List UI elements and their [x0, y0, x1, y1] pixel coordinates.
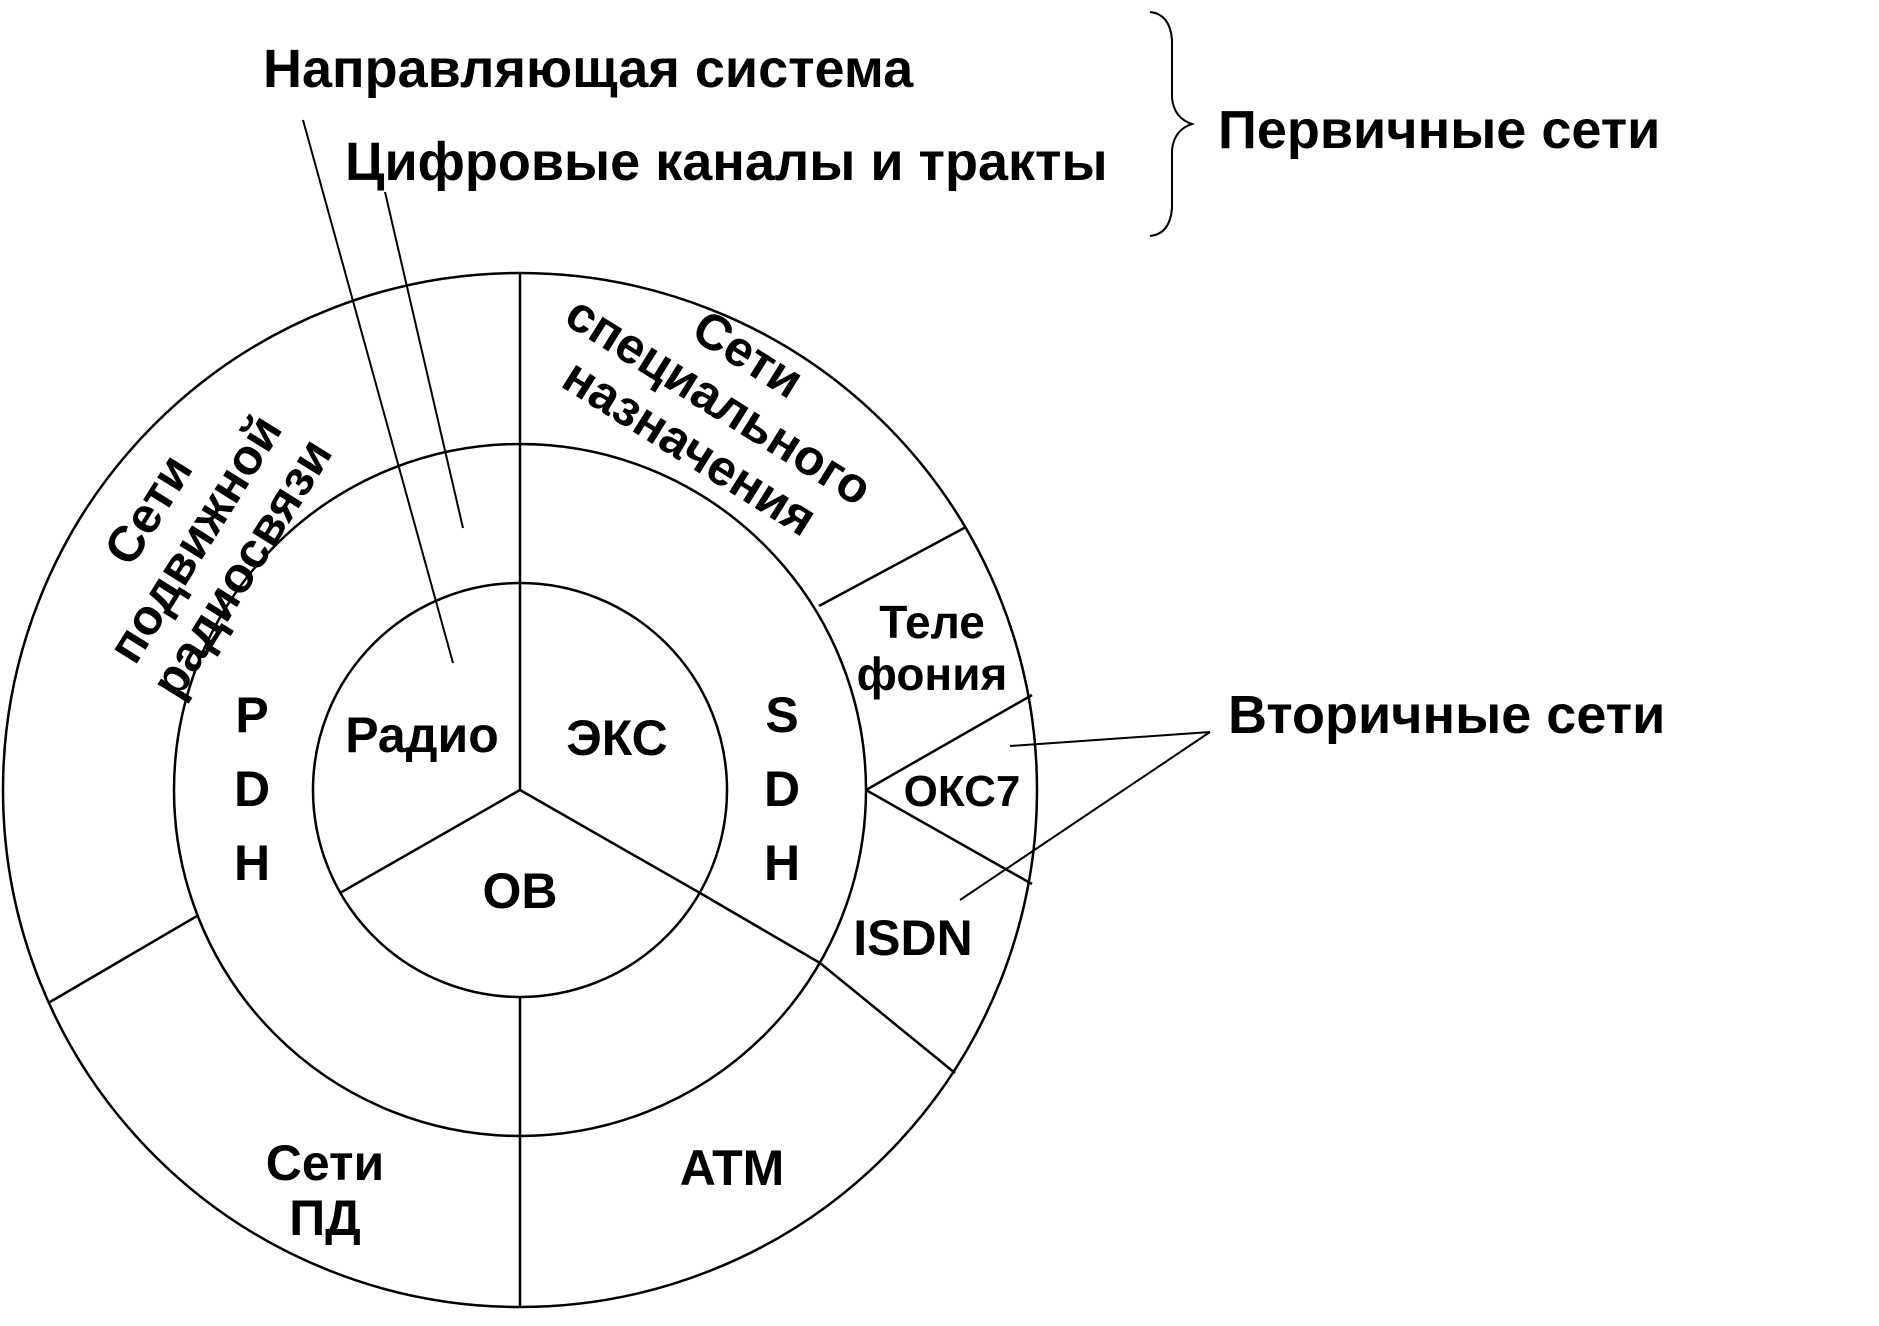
- atm-label: ATM: [680, 1140, 785, 1196]
- sdh-letter-h: H: [764, 835, 800, 891]
- outer-divider-oks7-bottom: [865, 788, 1033, 886]
- leader-secondary-isdn: [959, 731, 1211, 901]
- pdh-letter-d: D: [234, 761, 270, 817]
- mobile-networks-label: Сети подвижной радиосвязи: [93, 405, 343, 707]
- primary-networks-label: Первичные сети: [1218, 100, 1660, 160]
- outer-divider-lower-right: [819, 962, 956, 1074]
- special-networks-label: Сети специального назначения: [553, 284, 882, 547]
- core-radio-label: Радио: [345, 707, 499, 763]
- middle-divider-right: [699, 891, 821, 965]
- guide-system-label: Направляющая система: [263, 39, 914, 99]
- outer-divider-lower-left: [49, 914, 198, 1004]
- outer-divider-oks7-top: [865, 693, 1033, 792]
- digital-channels-label: Цифровые каналы и тракты: [345, 132, 1108, 192]
- outer-divider-upper-right: [818, 525, 967, 608]
- sdh-letter-s: S: [765, 687, 798, 743]
- isdn-label: ISDN: [853, 910, 972, 966]
- primary-networks-brace: [1149, 11, 1196, 237]
- leader-secondary-oks7: [1009, 731, 1211, 747]
- sdh-letter-d: D: [764, 761, 800, 817]
- leader-digital-channels: [384, 191, 464, 529]
- inner-divider-right: [519, 788, 701, 895]
- telephony-label-line1: Теле: [879, 596, 985, 648]
- data-networks-label-line2: ПД: [289, 1190, 361, 1246]
- data-networks-label-line1: Сети: [266, 1135, 384, 1191]
- pdh-letter-p: P: [235, 687, 268, 743]
- leader-guide-system: [302, 119, 454, 664]
- pdh-letter-h: H: [234, 835, 270, 891]
- core-ov-label: ОВ: [483, 863, 558, 919]
- oks7-label: ОКС7: [904, 767, 1021, 816]
- secondary-networks-label: Вторичные сети: [1228, 685, 1665, 745]
- telephony-label-line2: фония: [857, 648, 1008, 700]
- inner-divider-left: [339, 788, 521, 895]
- core-eks-label: ЭКС: [566, 710, 668, 766]
